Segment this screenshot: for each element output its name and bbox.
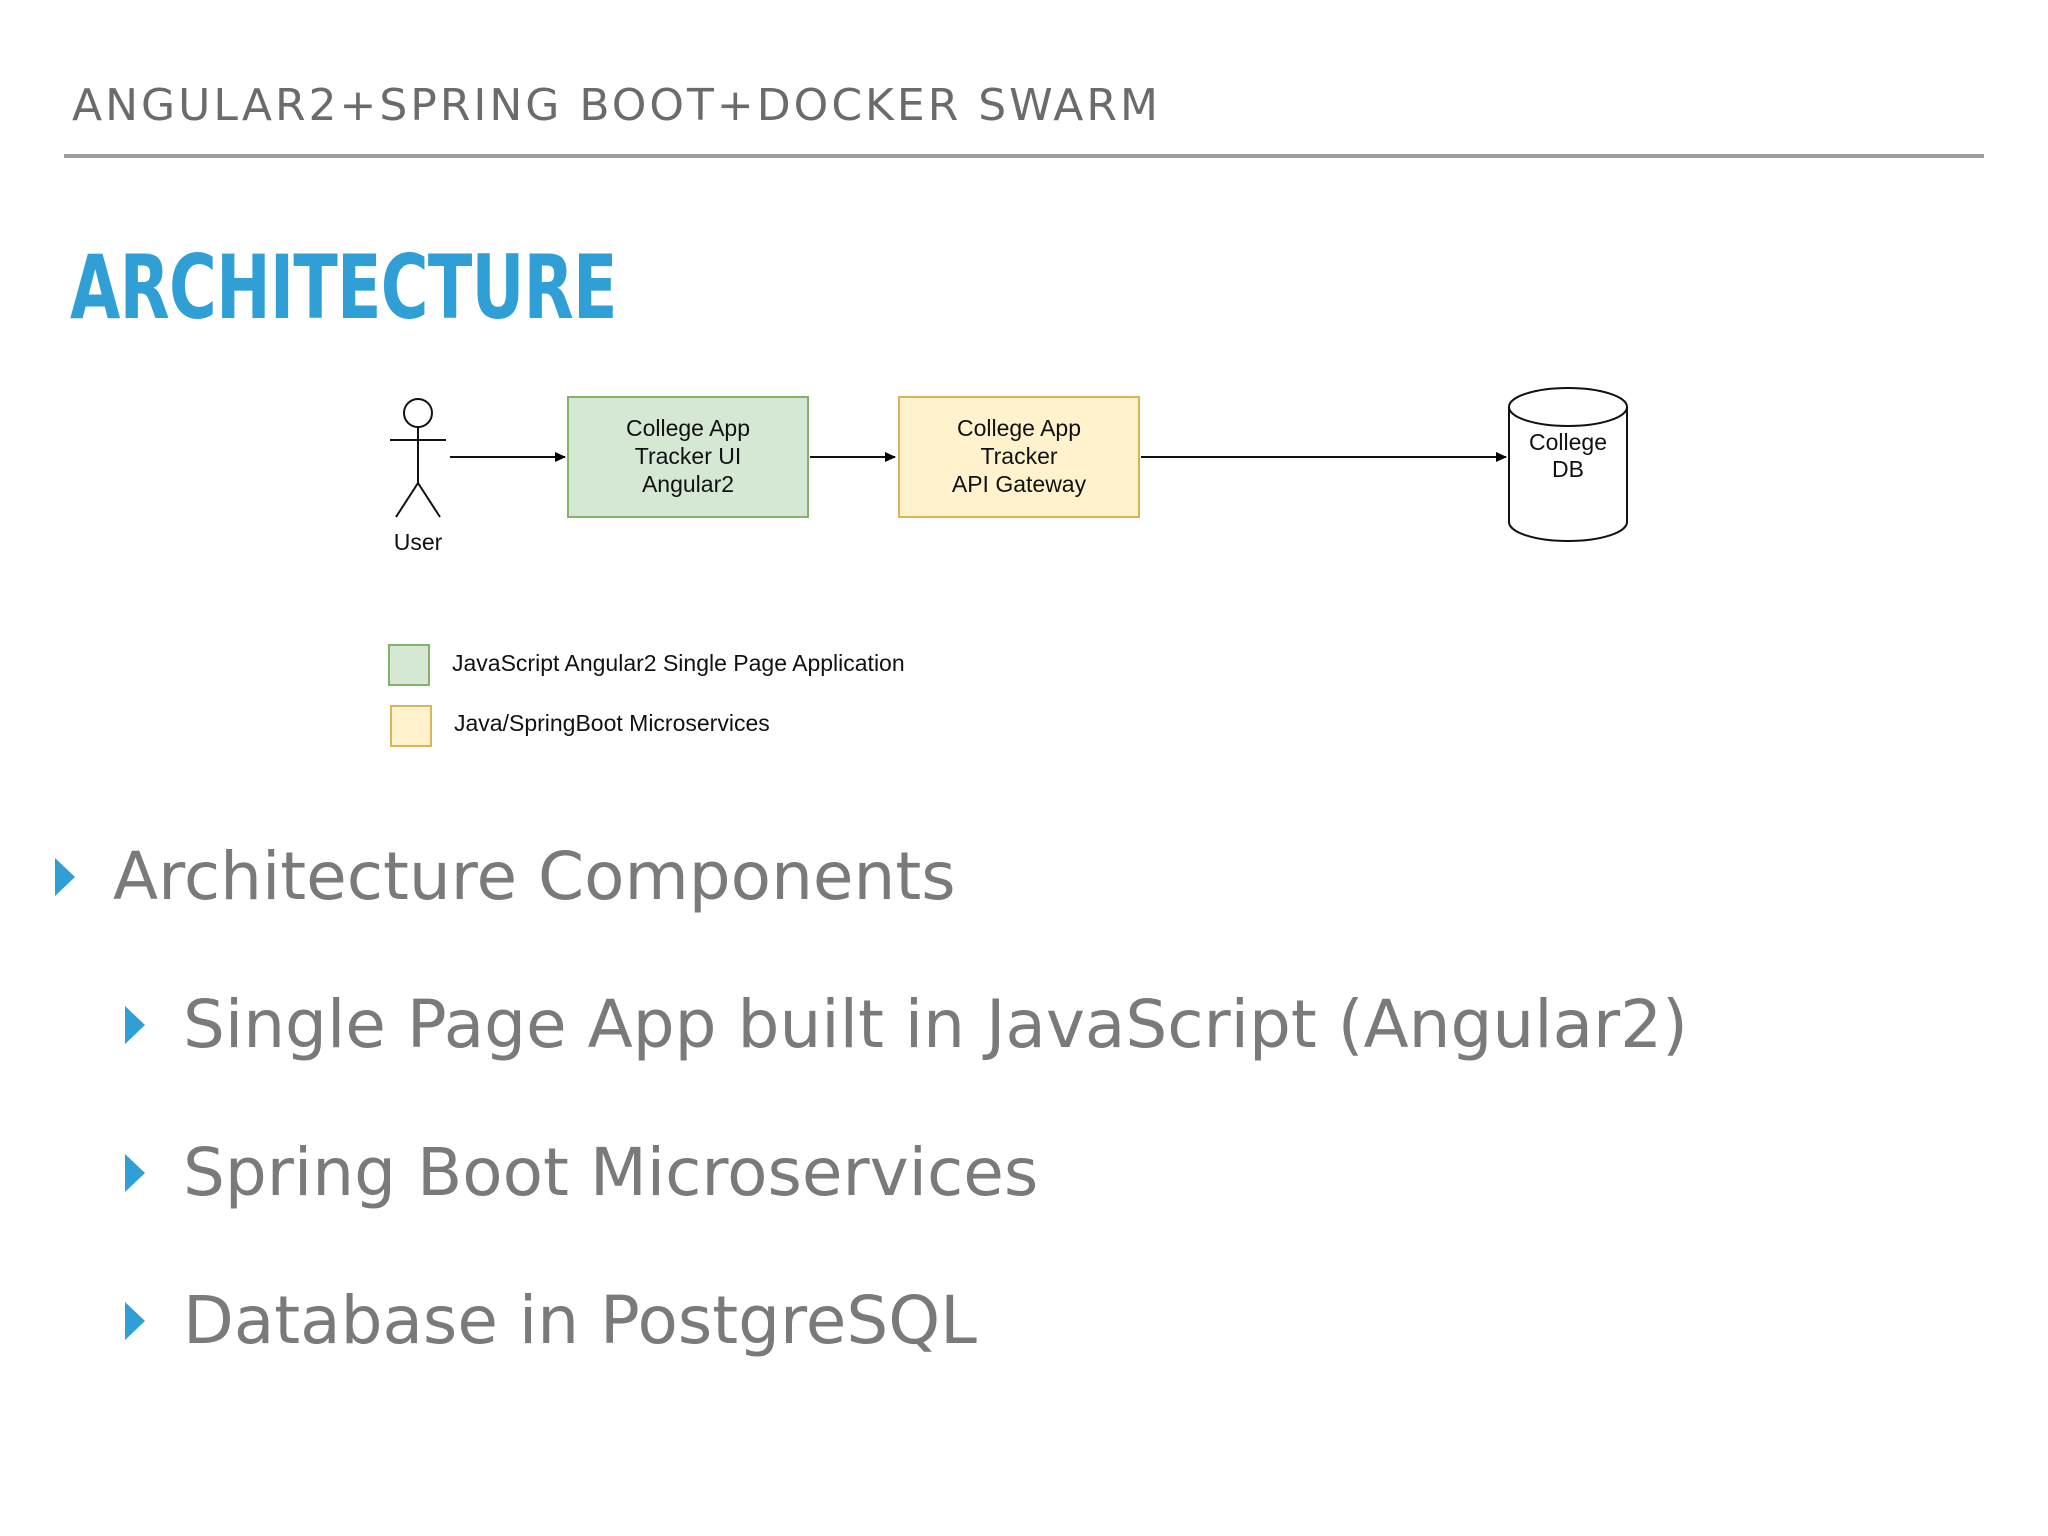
ui-box-line-1: College App	[626, 415, 750, 441]
slide-heading: ARCHITECTURE	[70, 236, 618, 339]
gateway-box	[898, 396, 1140, 518]
bullet-text: Architecture Components	[113, 838, 956, 915]
ui-box-line-3: Angular2	[642, 471, 734, 497]
legend-swatch-spring	[390, 705, 432, 747]
gateway-box-line-3: API Gateway	[952, 471, 1087, 497]
bullet-triangle-icon	[125, 1301, 145, 1340]
header-divider	[64, 154, 1984, 158]
db-label-line-2: DB	[1552, 456, 1584, 482]
database-cylinder-icon	[1508, 387, 1628, 542]
legend-label-spring: Java/SpringBoot Microservices	[454, 710, 770, 736]
architecture-diagram: User College App Tracker UI Angular2 Col…	[370, 375, 1650, 765]
gateway-box-line-2: Tracker	[980, 443, 1057, 469]
sub-bullet-text: Single Page App built in JavaScript (Ang…	[183, 986, 1688, 1063]
presentation-title: ANGULAR2+SPRING BOOT+DOCKER SWARM	[72, 80, 1161, 131]
bullet-triangle-icon	[125, 1005, 145, 1044]
sub-bullet-spa: Single Page App built in JavaScript (Ang…	[125, 986, 1688, 1063]
sub-bullet-text: Database in PostgreSQL	[183, 1282, 977, 1359]
bullet-triangle-icon	[125, 1153, 145, 1192]
ui-box-line-2: Tracker UI	[635, 443, 742, 469]
bullet-triangle-icon	[55, 857, 75, 896]
bullet-architecture-components: Architecture Components	[55, 838, 956, 915]
sub-bullet-database: Database in PostgreSQL	[125, 1282, 977, 1359]
sub-bullet-text: Spring Boot Microservices	[183, 1134, 1039, 1211]
legend-swatch-angular	[388, 644, 430, 686]
db-label-line-1: College	[1529, 429, 1607, 455]
sub-bullet-microservices: Spring Boot Microservices	[125, 1134, 1038, 1211]
user-actor-icon	[390, 398, 446, 518]
user-label: User	[394, 529, 443, 555]
legend-label-angular: JavaScript Angular2 Single Page Applicat…	[452, 650, 905, 676]
gateway-box-line-1: College App	[957, 415, 1081, 441]
ui-box	[567, 396, 809, 518]
